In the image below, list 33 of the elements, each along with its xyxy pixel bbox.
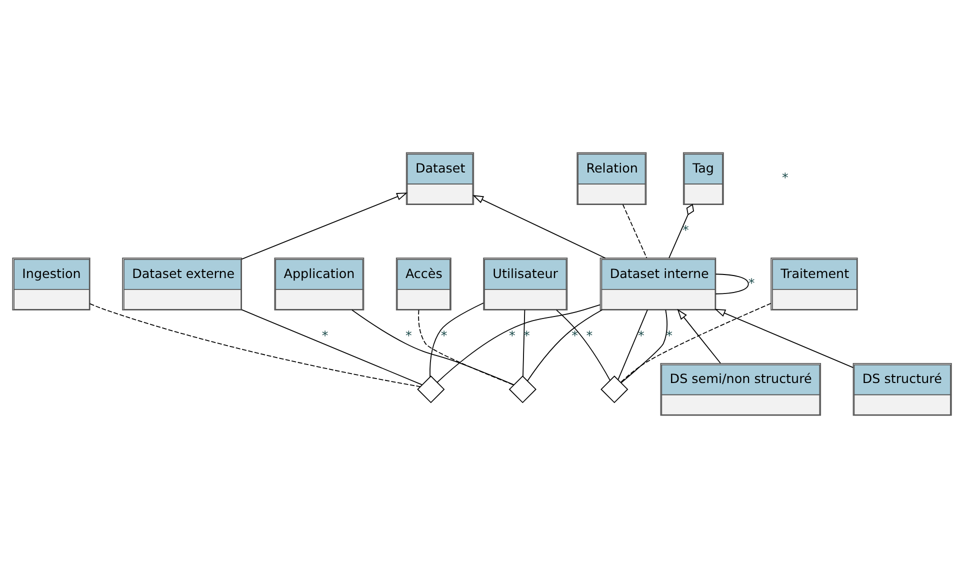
edge-label: * [586, 328, 592, 344]
arrow [472, 195, 606, 259]
edge-label: * [508, 328, 515, 344]
connector [617, 310, 648, 380]
edge-label: * [571, 328, 578, 344]
edge-label: * [748, 275, 754, 290]
connector [620, 302, 771, 383]
connector [714, 274, 748, 294]
connector [556, 310, 610, 381]
connector [522, 310, 525, 377]
arrow [714, 308, 854, 368]
edge-label: * [404, 328, 412, 344]
edge-label: * [638, 328, 644, 344]
connector [240, 309, 422, 386]
edge-label: * [666, 328, 672, 344]
connector [351, 310, 514, 386]
node-diamond [416, 376, 444, 404]
label: * [781, 170, 788, 185]
edge-label: * [682, 222, 688, 238]
connector [620, 310, 667, 384]
connector [88, 303, 420, 388]
edge-label: * [440, 328, 447, 344]
arrow [240, 192, 408, 260]
arrow [676, 308, 720, 364]
connector [668, 204, 694, 258]
connector [418, 310, 514, 386]
node-diamond [508, 376, 536, 404]
edge-label: * [321, 328, 328, 344]
connector [436, 304, 600, 383]
node-diamond [600, 376, 628, 404]
connector [622, 204, 647, 258]
connector [526, 309, 602, 382]
connector [429, 302, 484, 378]
